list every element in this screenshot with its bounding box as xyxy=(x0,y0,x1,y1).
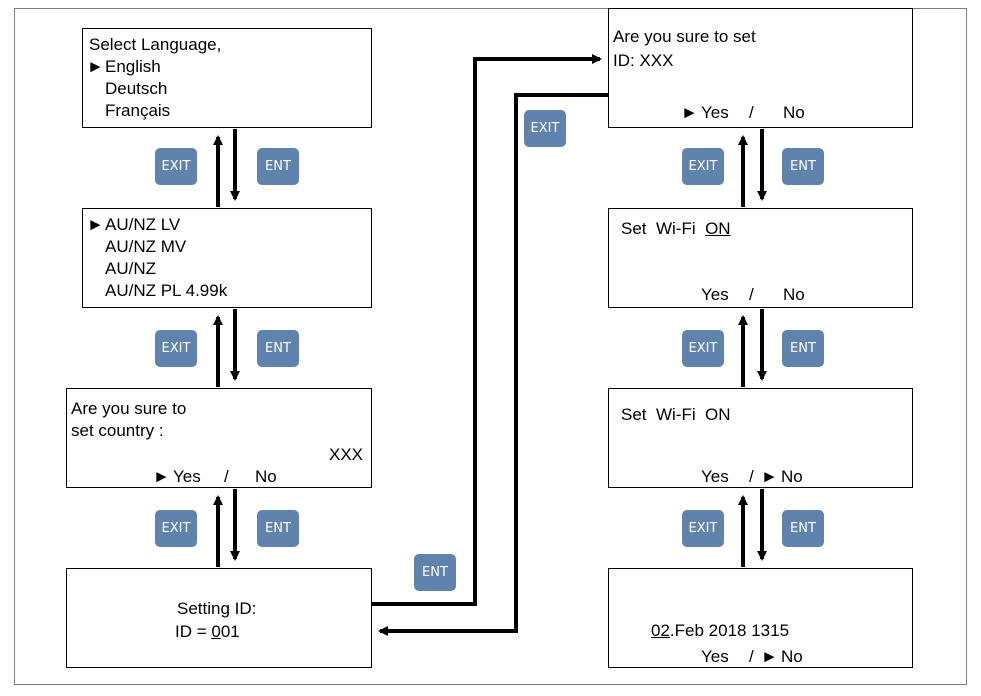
exit-button[interactable]: EXIT xyxy=(682,148,724,185)
language-option: Deutsch xyxy=(105,79,168,98)
confirm-country-no: No xyxy=(255,467,277,486)
setting-id-line2: ID = 001 xyxy=(175,622,240,642)
country-pointer: ► xyxy=(87,215,104,234)
date-no: No xyxy=(781,647,803,666)
ent-button[interactable]: ENT xyxy=(782,510,824,547)
confirm-id-yes: Yes xyxy=(701,103,729,122)
exit-button[interactable]: EXIT xyxy=(682,330,724,367)
setting-id-cursor: 0 xyxy=(211,622,221,641)
language-screen: Select Language, ► English Deutsch Franç… xyxy=(82,28,372,128)
language-option: Français xyxy=(105,101,171,120)
wifi-confirm-pointer: ► xyxy=(761,467,778,486)
exit-button[interactable]: EXIT xyxy=(682,510,724,547)
confirm-id-line1: Are you sure to set xyxy=(613,27,756,46)
date-line: 02.Feb 2018 1315 xyxy=(651,621,789,641)
wifi-sep: / xyxy=(749,285,754,304)
ent-button[interactable]: ENT xyxy=(257,510,299,547)
wifi-on-screen: Set Wi-Fi ON Yes / No xyxy=(608,208,913,308)
confirm-country-yes: Yes xyxy=(173,467,201,486)
country-screen: ► AU/NZ LV AU/NZ MV AU/NZ AU/NZ PL 4.99k xyxy=(82,208,372,308)
ent-button[interactable]: ENT xyxy=(414,554,456,591)
setting-id-rest: 01 xyxy=(220,622,240,641)
wifi-confirm-sep: / xyxy=(749,467,754,486)
date-rest: .Feb 2018 1315 xyxy=(669,621,790,640)
confirm-country-sep: / xyxy=(224,467,229,486)
confirm-country-pointer: ► xyxy=(153,467,170,486)
diagram-frame xyxy=(14,8,967,685)
setting-id-screen: Setting ID: ID = 001 xyxy=(66,568,372,668)
exit-button[interactable]: EXIT xyxy=(155,330,197,367)
country-option: AU/NZ LV xyxy=(105,215,181,234)
confirm-country-value: XXX xyxy=(329,445,364,464)
date-day-cursor: 02 xyxy=(651,621,670,640)
date-yes: Yes xyxy=(701,647,729,666)
date-screen: 02.Feb 2018 1315 Yes / ► No xyxy=(608,568,913,668)
confirm-country-line2: set country : xyxy=(71,421,164,440)
country-option: AU/NZ PL 4.99k xyxy=(105,281,228,300)
ent-button[interactable]: ENT xyxy=(257,330,299,367)
exit-button[interactable]: EXIT xyxy=(524,110,566,147)
wifi-confirm-no: No xyxy=(781,467,803,486)
wifi-no: No xyxy=(783,285,805,304)
confirm-country-line1: Are you sure to xyxy=(71,399,187,418)
date-sep: / xyxy=(749,647,754,666)
country-option: AU/NZ MV xyxy=(105,237,187,256)
link-exit-to-setting-id xyxy=(378,93,608,636)
confirm-id-screen: Are you sure to set ID: XXX ► Yes / No xyxy=(608,8,913,128)
wifi-label: Set Wi-Fi ON xyxy=(621,219,731,239)
confirm-id-no: No xyxy=(783,103,805,122)
wifi-confirm-label: Set Wi-Fi ON xyxy=(621,405,731,424)
confirm-id-line2: ID: XXX xyxy=(613,51,674,70)
wifi-value-cursor: ON xyxy=(705,219,731,238)
date-pointer: ► xyxy=(761,647,778,666)
setting-id-prefix: ID = xyxy=(175,622,212,641)
ent-button[interactable]: ENT xyxy=(257,148,299,185)
language-option: English xyxy=(105,57,161,76)
language-title: Select Language, xyxy=(89,35,222,54)
ent-button[interactable]: ENT xyxy=(782,148,824,185)
wifi-confirm-yes: Yes xyxy=(701,467,729,486)
exit-button[interactable]: EXIT xyxy=(155,510,197,547)
link-ent-to-confirm-id xyxy=(372,54,602,606)
setting-id-line1: Setting ID: xyxy=(177,599,257,618)
wifi-label-text: Set Wi-Fi xyxy=(621,219,706,238)
ent-button[interactable]: ENT xyxy=(782,330,824,367)
country-option: AU/NZ xyxy=(105,259,156,278)
exit-button[interactable]: EXIT xyxy=(155,148,197,185)
confirm-id-sep: / xyxy=(749,103,754,122)
confirm-id-pointer: ► xyxy=(681,103,698,122)
confirm-country-screen: Are you sure to set country : XXX ► Yes … xyxy=(66,388,372,488)
wifi-confirm-screen: Set Wi-Fi ON Yes / ► No xyxy=(608,388,913,488)
wifi-yes: Yes xyxy=(701,285,729,304)
language-pointer: ► xyxy=(87,57,104,76)
